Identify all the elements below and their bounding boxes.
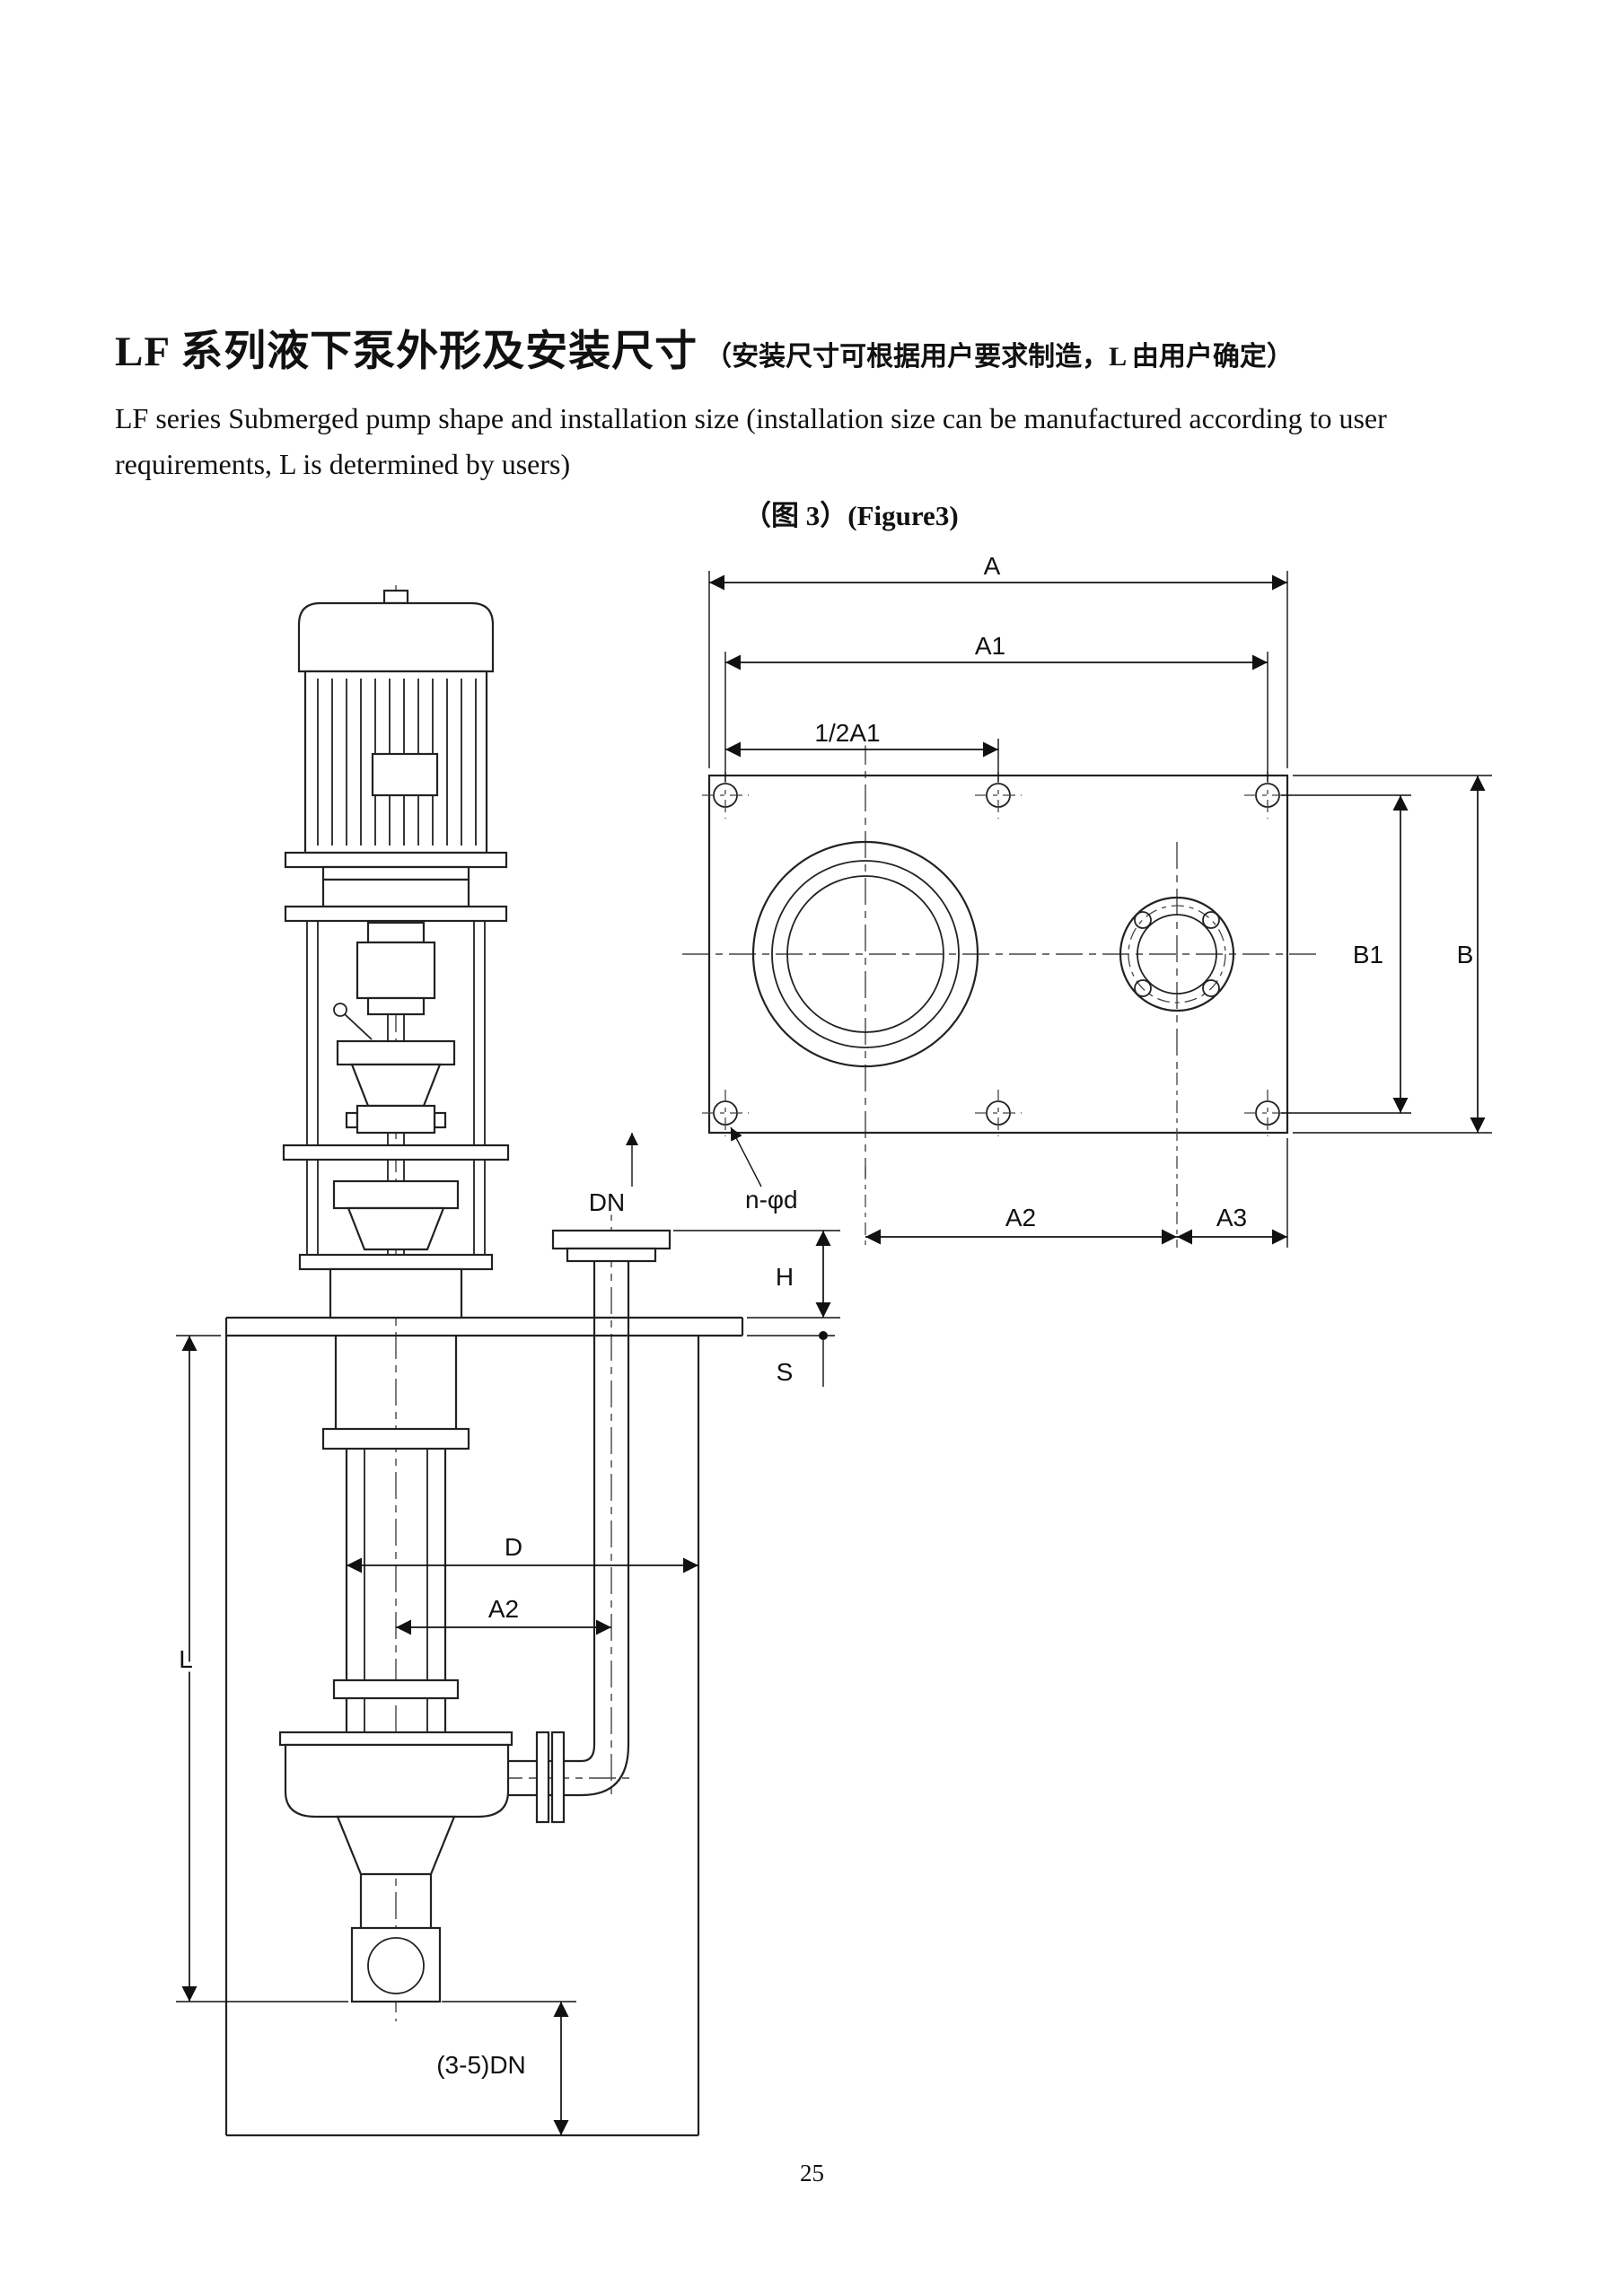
lower-bearing-housing [332, 1179, 460, 1210]
dim-label-3-5-dn: (3-5)DN [436, 2051, 526, 2079]
suction-pipe [359, 1874, 433, 1928]
discharge-flange-top [1119, 896, 1235, 1012]
discharge-riser-pipe [593, 1261, 630, 1745]
dim-label-a2-top: A2 [1005, 1204, 1036, 1231]
pipe-flange-plate-2 [550, 1731, 566, 1824]
figure-caption: （图 3）(Figure3) [743, 500, 959, 532]
dim-label-b: B [1457, 941, 1474, 968]
page-header: LF 系列液下泵外形及安装尺寸 （安装尺寸可根据用户要求制造，L 由用户确定） … [115, 316, 1521, 533]
coupling [356, 941, 436, 1000]
dim-B: B [1293, 775, 1492, 1134]
gland-bolt-left [345, 1111, 359, 1129]
pedestal-plate [298, 1253, 494, 1271]
dim-label-l: L [179, 1645, 193, 1673]
dim-A1: A1 [724, 628, 1268, 782]
motor-stool-neck [321, 865, 470, 881]
suction-cone [336, 1815, 456, 1876]
dim-label-half-a1: 1/2A1 [814, 719, 880, 747]
page-number: 25 [800, 2160, 824, 2186]
oil-cup [333, 1003, 347, 1017]
discharge-top-flange [551, 1229, 672, 1250]
oil-cup-stem [344, 1013, 373, 1040]
strainer-mesh [367, 1937, 425, 1994]
dim-label-a2-side: A2 [488, 1595, 519, 1623]
centerlines [395, 585, 1320, 2021]
dim-label-d: D [505, 1533, 522, 1561]
dim-A2-side: A2 [396, 1591, 611, 1635]
coupling-upper-hub [366, 921, 426, 944]
coupling-bracket [282, 865, 510, 1319]
motor-base-flange [284, 851, 508, 869]
dim-half-A1: 1/2A1 [725, 715, 999, 782]
callout-DN: DN [584, 1133, 638, 1221]
title-chinese: LF 系列液下泵外形及安装尺寸 [115, 329, 698, 375]
dim-label-a: A [984, 552, 1001, 580]
stuffing-box [356, 1104, 436, 1135]
dim-H: H [673, 1230, 840, 1319]
dim-label-n-phi-d: n-φd [745, 1186, 798, 1214]
dim-label-a3: A3 [1216, 1204, 1247, 1231]
lower-bearing-cone [347, 1206, 445, 1251]
column-pipe [321, 1336, 470, 1732]
motor-terminal-box [371, 752, 439, 797]
electric-motor [284, 589, 508, 869]
dim-s-datum-dot [819, 1331, 828, 1340]
dim-label-h: H [776, 1263, 794, 1291]
support-bracket-posts [306, 921, 486, 1255]
column-flange-lower [332, 1678, 460, 1700]
gland-bolt-right [433, 1111, 447, 1129]
mounting-plate-side [224, 1316, 744, 1337]
dim-D: D [347, 1529, 698, 1573]
discharge-flange-neck [566, 1247, 657, 1263]
pipe-flange-plate-1 [535, 1731, 550, 1824]
dimensions: A A1 1/2A1 B1 B [175, 548, 1492, 2135]
page-title: LF 系列液下泵外形及安装尺寸 （安装尺寸可根据用户要求制造，L 由用户确定） [115, 316, 1521, 378]
dim-A2-top: A2 [865, 1073, 1288, 1248]
column-opening [751, 840, 979, 1068]
title-note: （安装尺寸可根据用户要求制造，L 由用户确定） [705, 342, 1294, 372]
pedestal [329, 1267, 463, 1319]
discharge-elbow [581, 1744, 630, 1797]
subtitle-english: LF series Submerged pump shape and insta… [115, 402, 1387, 481]
dim-label-s: S [777, 1358, 794, 1386]
dim-label-a1: A1 [975, 632, 1005, 660]
bearing-housing [336, 1039, 456, 1066]
dim-A3: A3 [1177, 1200, 1287, 1245]
pump-side-view [224, 589, 744, 2137]
motor-fan-cover [297, 601, 495, 673]
dim-label-b1: B1 [1353, 941, 1383, 968]
discharge-piping [508, 1229, 672, 1824]
bracket-top-plate [284, 905, 508, 923]
pump-casing [278, 1731, 514, 2003]
column-flange-upper [321, 1427, 470, 1450]
dim-S: S [747, 1331, 835, 1390]
coupling-lower-hub [366, 996, 426, 1016]
dim-label-dn: DN [589, 1188, 625, 1216]
suction-strainer [350, 1926, 442, 2003]
dim-3-5-DN: (3-5)DN [433, 2001, 576, 2135]
bearing-cone [350, 1063, 442, 1108]
casing-cover-plate [278, 1731, 514, 1747]
motor-lifting-lug [382, 589, 409, 605]
volute-body [284, 1743, 510, 1818]
dim-B1: B1 [1281, 794, 1411, 1114]
dim-A: A [708, 548, 1288, 768]
motor-stool [321, 878, 470, 908]
bracket-mid-plate [282, 1144, 510, 1161]
callout-n-phi-d: n-φd [730, 1126, 802, 1218]
